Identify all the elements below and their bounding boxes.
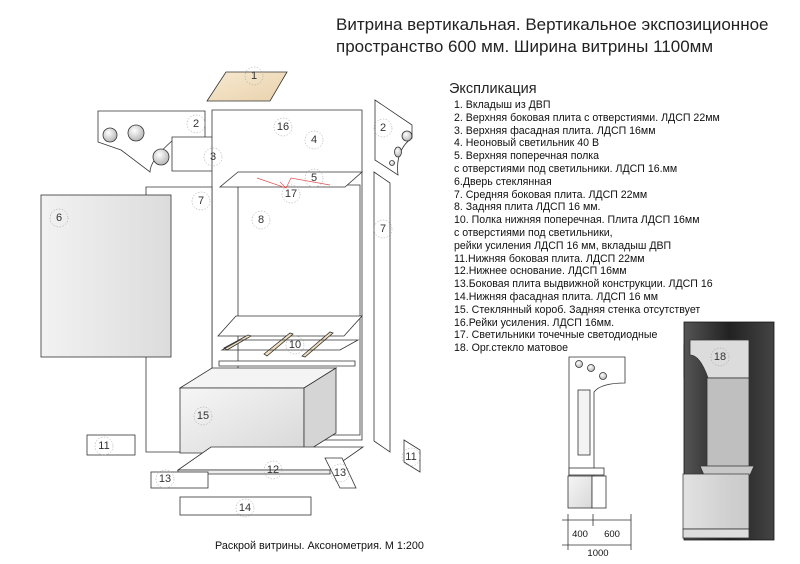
- explication-item: 10. Полка нижняя поперечная. Плита ЛДСП …: [454, 214, 700, 227]
- part-13-sliding-side-right: [324, 457, 357, 489]
- explication-item: рейки усиления ЛДСП 16 мм, вкладыш ДВП: [454, 239, 672, 252]
- label-circle-p18: [710, 347, 730, 367]
- part-7-middle-side-right: [373, 171, 391, 453]
- part-6-glass-door: [40, 194, 172, 358]
- part-number-p14: 14: [239, 502, 251, 514]
- label-circle-p11a: [94, 436, 114, 456]
- label-circle-p10: [285, 335, 305, 355]
- label-circle-p2b: [373, 118, 393, 138]
- part-number-p6: 6: [56, 212, 62, 224]
- explication-item: 18. Орг.стекло матовое: [454, 342, 568, 355]
- part-number-p16: 16: [277, 121, 289, 133]
- part-number-p10: 10: [289, 339, 301, 351]
- label-circle-p6: [49, 208, 69, 228]
- part-1-insert: [206, 71, 288, 102]
- part-number-p5: 5: [311, 172, 317, 184]
- part-14-lower-facade: [179, 496, 312, 516]
- label-circle-p11b: [401, 447, 421, 467]
- explication-item: с отверстиями под светильники. ЛДСП 16.м…: [454, 162, 678, 175]
- label-circle-p2a: [186, 114, 206, 134]
- part-number-p7a: 7: [198, 195, 204, 207]
- explication-item: 4. Неоновый светильник 40 В: [454, 137, 600, 150]
- explication-item: 3. Верхняя фасадная плита. ЛДСП 16мм: [454, 124, 656, 137]
- label-circle-p8: [251, 210, 271, 230]
- dim-1000: 1000: [587, 548, 608, 559]
- part-11-lower-side-right: [403, 439, 421, 473]
- part-5-upper-shelf: [218, 171, 364, 188]
- part-number-p4: 4: [311, 134, 317, 146]
- dim-600: 600: [604, 529, 620, 540]
- explication-item: 11.Нижняя боковая плита. ЛДСП 22мм: [454, 252, 645, 265]
- explication-item: 1. Вкладыш из ДВП: [454, 99, 551, 111]
- explication-item: 16.Рейки усиления. ЛДСП 16мм.: [454, 316, 615, 329]
- part-13-sliding-side-left: [150, 471, 209, 489]
- label-circle-p5: [304, 168, 324, 188]
- part-number-p13a: 13: [159, 473, 171, 485]
- explication-item: 5. Верхняя поперечная полка: [454, 150, 600, 163]
- part-number-p11b: 11: [405, 451, 416, 463]
- explication-item: 8. Задняя плита ЛДСП 16 мм.: [454, 201, 601, 214]
- explication-heading: Экспликация: [449, 81, 537, 97]
- part-number-p1: 1: [251, 70, 257, 82]
- label-circle-p7a: [191, 191, 211, 211]
- part-number-p8: 8: [258, 214, 264, 226]
- label-circle-p13a: [155, 469, 175, 489]
- drawing-title: Витрина вертикальная. Вертикальное экспо…: [336, 14, 796, 58]
- explication-item: 17. Светильники точечные светодиодные: [454, 329, 658, 342]
- part-number-p12: 12: [267, 464, 279, 476]
- part-number-p11a: 11: [98, 440, 109, 452]
- part-15-glass-box: [178, 367, 338, 454]
- explication-item: 2. Верхняя боковая плита с отверстиями. …: [454, 111, 720, 124]
- part-number-p7b: 7: [380, 223, 386, 235]
- label-circle-p3: [203, 147, 223, 167]
- label-circle-p17: [281, 184, 301, 204]
- part-10-lower-shelf: [217, 315, 363, 337]
- explication-item: 6.Дверь стеклянная: [454, 175, 552, 188]
- label-circle-p16: [273, 117, 293, 137]
- explication-item: 7. Средняя боковая плита. ЛДСП 22мм: [454, 188, 648, 201]
- label-circle-p13b: [330, 463, 350, 483]
- label-circle-p14: [235, 498, 255, 518]
- part-number-p3: 3: [210, 151, 216, 163]
- render-view: [682, 321, 775, 541]
- part-number-p2a: 2: [193, 118, 199, 130]
- explication-item: 12.Нижнее основание. ЛДСП 16мм: [454, 265, 627, 278]
- part-number-p17: 17: [285, 188, 297, 200]
- explication-item: 14.Нижняя фасадная плита. ЛДСП 16 мм: [454, 290, 659, 303]
- side-elevation: [562, 356, 632, 550]
- drawing-caption: Раскрой витрины. Аксонометрия. М 1:200: [215, 540, 424, 552]
- explication-item: 15. Стеклянный короб. Задняя стенка отсу…: [454, 303, 701, 316]
- part-number-p18: 18: [714, 351, 726, 363]
- explication-item: с отверстиями под светильники,: [454, 226, 613, 239]
- label-circle-p4: [304, 130, 324, 150]
- label-circle-p7b: [373, 219, 393, 239]
- part-number-p13b: 13: [334, 467, 346, 479]
- title-line-1: Витрина вертикальная. Вертикальное экспо…: [336, 15, 769, 34]
- part-number-p2b: 2: [380, 122, 386, 134]
- dim-400: 400: [572, 529, 588, 540]
- part-11-lower-side-left: [86, 434, 136, 456]
- label-circle-p15: [193, 406, 213, 426]
- explication-item: 13.Боковая плита выдвижной конструкции. …: [454, 278, 713, 291]
- label-circle-p1: [244, 66, 264, 86]
- title-line-2: пространство 600 мм. Ширина витрины 1100…: [336, 37, 714, 56]
- part-number-p15: 15: [197, 410, 209, 422]
- label-circle-p12: [263, 460, 283, 480]
